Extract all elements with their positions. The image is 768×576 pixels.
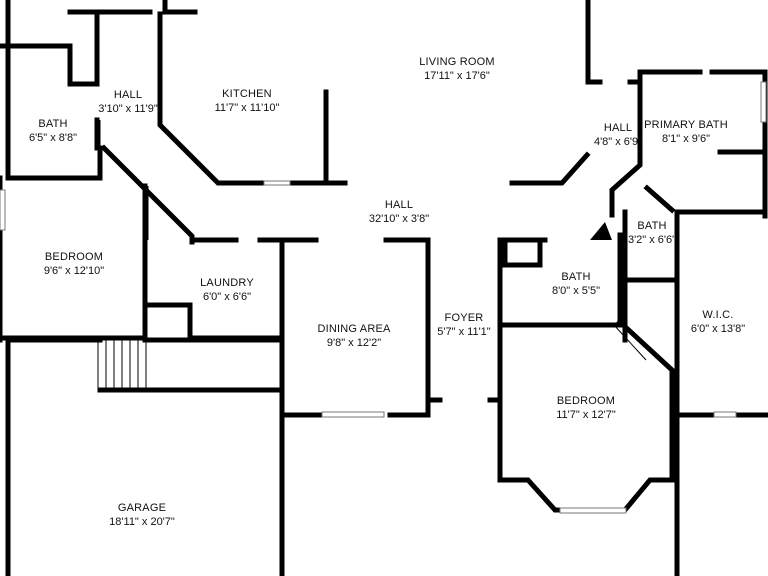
room-bedroom-right: BEDROOM 11'7" x 12'7": [556, 395, 616, 421]
room-garage: GARAGE 18'11" x 20'7": [109, 502, 175, 528]
stairs: [97, 339, 147, 391]
room-laundry: LAUNDRY 6'0" x 6'6": [200, 277, 254, 303]
door-swings: [99, 120, 647, 361]
room-hall-main: HALL 32'10" x 3'8": [368, 199, 430, 225]
room-living-room: LIVING ROOM 17'11" x 17'6": [419, 56, 495, 82]
room-bath-left: BATH 6'5" x 8'8": [28, 118, 78, 144]
room-dining-area: DINING AREA 9'8" x 12'2": [317, 323, 391, 349]
room-bath-center: BATH 8'0" x 5'5": [551, 271, 601, 297]
room-bath-small: BATH 3'2" x 6'6": [627, 220, 677, 246]
room-hall-left: HALL 3'10" x 11'9": [98, 89, 158, 115]
room-kitchen: KITCHEN 11'7" x 11'10": [214, 88, 280, 114]
room-bedroom-left: BEDROOM 9'6" x 12'10": [43, 251, 105, 277]
room-hall-right: HALL 4'8" x 6'9": [593, 122, 643, 148]
room-primary-bath: PRIMARY BATH 8'1" x 9'6": [644, 119, 728, 145]
windows: [0, 81, 767, 514]
room-wic: W.I.C. 6'0" x 13'8": [690, 309, 746, 335]
room-foyer: FOYER 5'7" x 11'1": [437, 312, 491, 338]
